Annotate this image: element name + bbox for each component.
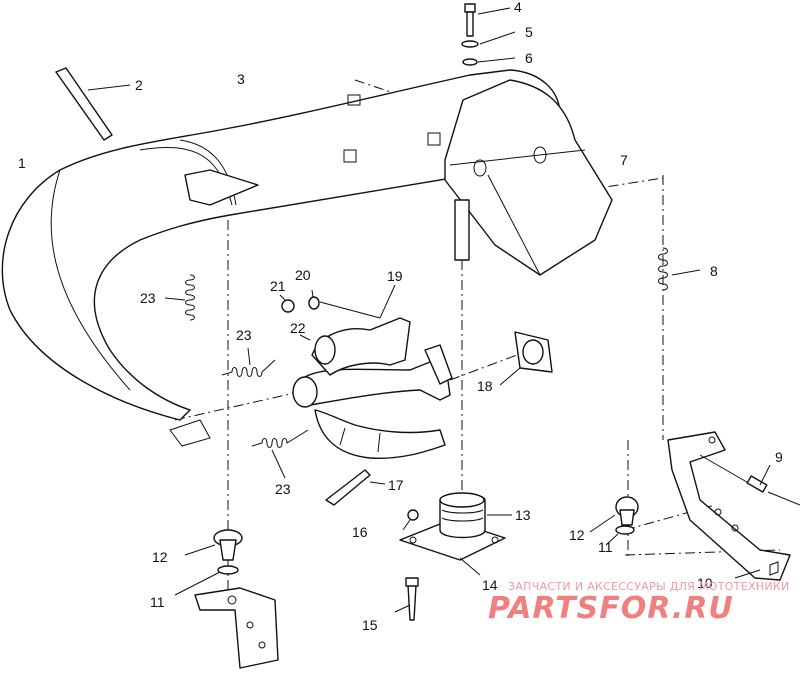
callout-11-left: 11 (150, 594, 165, 610)
callout-labels: 1 2 3 4 5 6 7 8 9 10 11 11 12 12 13 14 1… (18, 0, 783, 633)
callout-7: 7 (620, 152, 628, 168)
callout-3: 3 (237, 71, 245, 87)
watermark: ЗАПЧАСТИ И АКСЕССУАРЫ ДЛЯ МОТОТЕХНИКИ PA… (488, 580, 790, 626)
bolt-washers (461, 3, 516, 66)
bracket-left (194, 587, 279, 669)
callout-16: 16 (352, 524, 368, 540)
muffler-body (1, 69, 561, 447)
callout-19: 19 (387, 268, 403, 284)
callout-10: 10 (697, 575, 713, 591)
watermark-logo-text: PARTSFOR.RU (488, 591, 734, 626)
callout-21: 21 (270, 278, 286, 294)
callout-11-right: 11 (598, 539, 613, 555)
callout-13: 13 (515, 507, 531, 523)
callout-6: 6 (525, 50, 533, 66)
long-bolt (325, 469, 386, 506)
callout-14: 14 (482, 577, 498, 593)
spring-23-vertical (164, 274, 195, 321)
grommet-right (589, 496, 639, 546)
nut-washer (279, 289, 381, 319)
spring-8 (658, 247, 701, 291)
callout-2: 2 (135, 77, 143, 93)
rubber-mount (399, 492, 512, 576)
callout-23-upper: 23 (140, 290, 156, 306)
callout-1: 1 (18, 155, 26, 171)
callout-23-lower: 23 (275, 481, 291, 497)
callout-23-middle: 23 (236, 327, 252, 343)
callout-8: 8 (710, 263, 718, 279)
mount-bolt-nut (394, 509, 419, 621)
gasket (499, 331, 553, 386)
exhaust-manifold (292, 284, 453, 408)
spring-23-middle (221, 347, 276, 377)
cable-tie (55, 67, 131, 141)
lower-shield (314, 409, 446, 460)
watermark-tagline: ЗАПЧАСТИ И АКСЕССУАРЫ ДЛЯ МОТОТЕХНИКИ (508, 580, 790, 593)
heat-shield (444, 79, 613, 276)
callout-17: 17 (388, 477, 404, 493)
callout-9: 9 (775, 449, 783, 465)
callout-12-right: 12 (569, 527, 585, 543)
callout-20: 20 (295, 267, 311, 283)
callout-12-left: 12 (152, 549, 168, 565)
spring-23-lower (251, 429, 309, 479)
grommet-left (174, 529, 243, 596)
callout-22: 22 (290, 320, 306, 336)
callout-5: 5 (525, 24, 533, 40)
cable-rod (699, 454, 800, 506)
callout-4: 4 (514, 0, 522, 15)
callout-18: 18 (477, 378, 493, 394)
callout-15: 15 (362, 617, 378, 633)
bracket-right (667, 431, 791, 581)
